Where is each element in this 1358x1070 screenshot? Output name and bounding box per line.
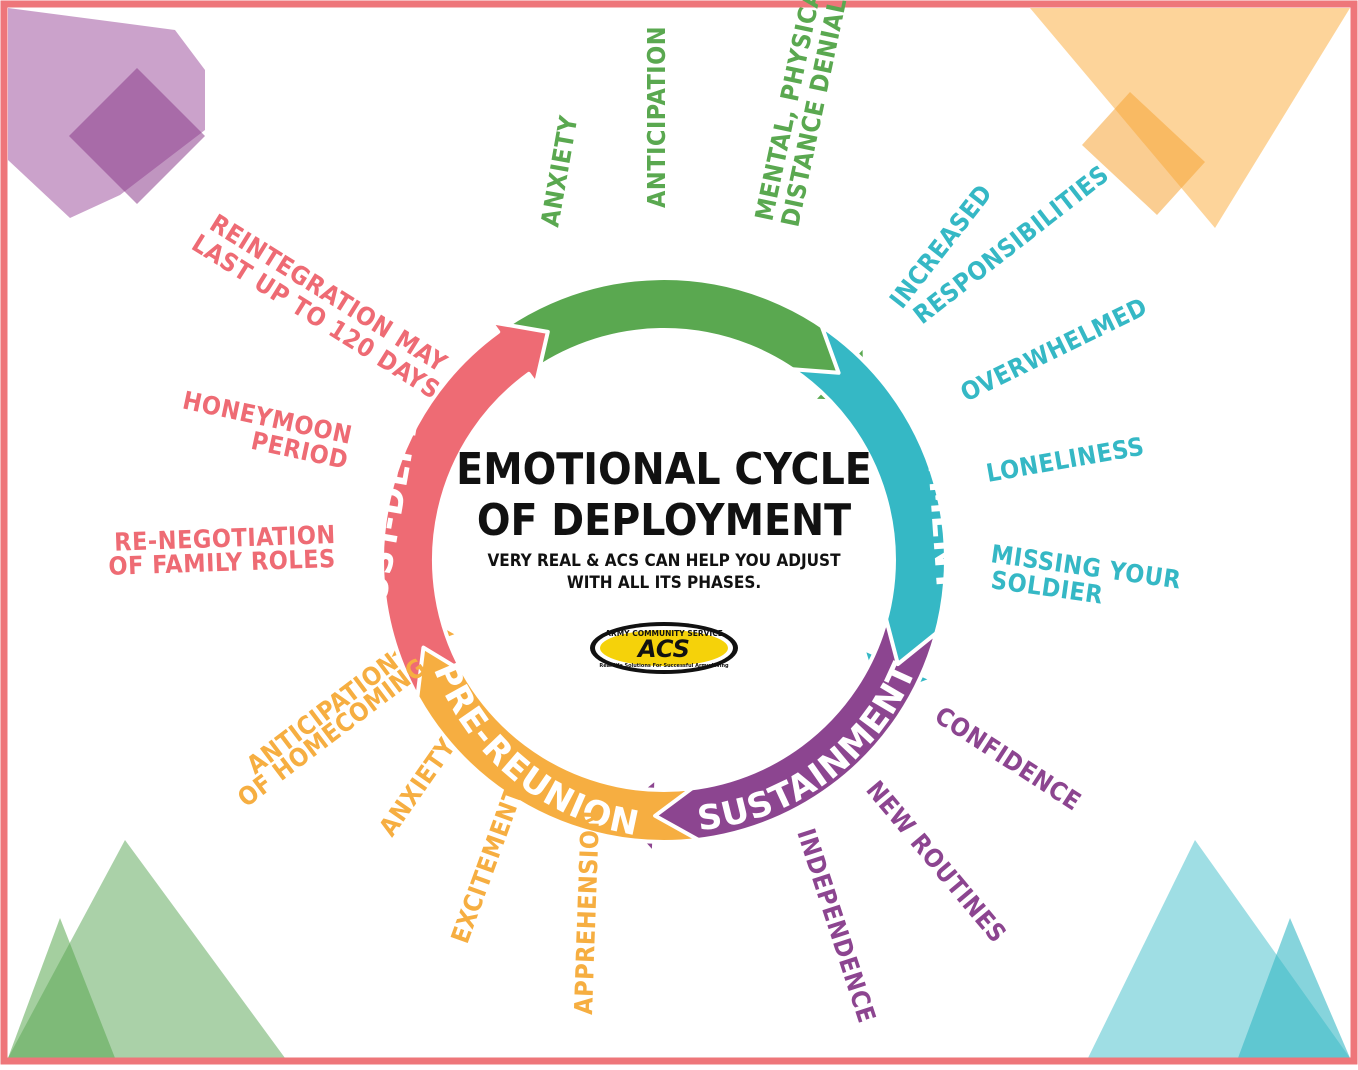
decorative-teal-triangles <box>1088 840 1350 1058</box>
decorative-green-triangles <box>8 840 285 1058</box>
acs-logo-top-text: ARMY COMMUNITY SERVICE <box>605 629 723 638</box>
label-sus-independence: INDEPENDENCE <box>791 825 881 1027</box>
label-dep-loneliness: LONELINESS <box>984 432 1147 488</box>
arrow-post-deployment <box>380 320 550 699</box>
subtitle-line-2: WITH ALL ITS PHASES. <box>567 573 761 593</box>
acs-logo-main-text: ACS <box>636 635 690 663</box>
label-reu-apprehension: APPREHENSION <box>569 810 605 1015</box>
label-reu-anxiety: ANXIETY <box>373 733 461 842</box>
label-pre-anticipation: ANTICIPATION <box>642 26 671 208</box>
label-dep-overwhelmed: OVERWHELMED <box>956 292 1152 407</box>
label-sus-confidence: CONFIDENCE <box>930 701 1087 817</box>
center-text: EMOTIONAL CYCLE OF DEPLOYMENT VERY REAL … <box>456 444 872 593</box>
label-reu-excitement: EXCITEMENT <box>445 783 529 947</box>
label-sus-new-routines: NEW ROUTINES <box>860 775 1012 948</box>
acs-logo-bottom-text: Real-life Solutions For Successful Army … <box>599 663 729 669</box>
subtitle-line-1: VERY REAL & ACS CAN HELP YOU ADJUST <box>487 551 841 571</box>
acs-logo: ARMY COMMUNITY SERVICE ACS Real-life Sol… <box>590 622 738 674</box>
title-line-2: OF DEPLOYMENT <box>477 495 851 546</box>
decorative-purple-shapes <box>8 8 205 218</box>
cycle-ring <box>380 276 948 856</box>
title-line-1: EMOTIONAL CYCLE <box>456 444 872 495</box>
decorative-orange-shapes <box>1030 8 1350 228</box>
